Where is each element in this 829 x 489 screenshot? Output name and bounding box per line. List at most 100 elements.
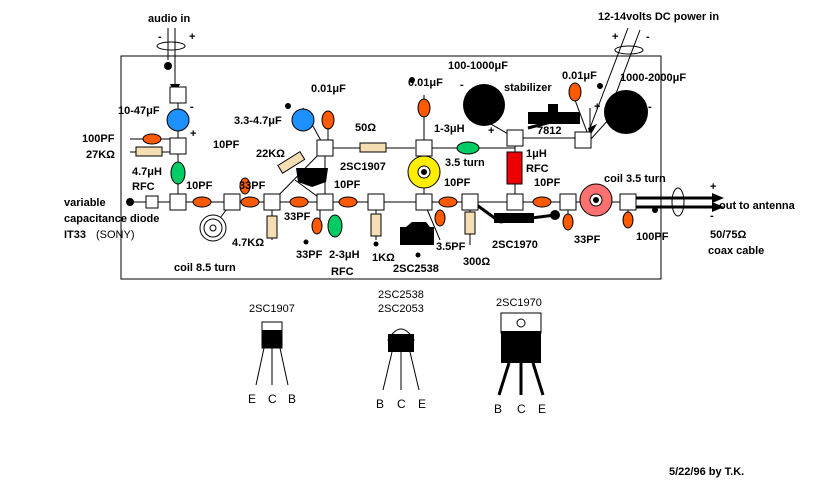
- label-r-300: 300Ω: [463, 256, 490, 268]
- label-c-10-47uf: 10-47μF: [118, 105, 160, 117]
- label-c-33pf-a: 33PF: [239, 180, 266, 192]
- capacitor-33pf-c: [311, 217, 323, 235]
- label-r-1k: 1KΩ: [372, 252, 395, 264]
- resistor-1k: [370, 213, 382, 237]
- audio-minus-label: -: [158, 31, 162, 43]
- pinout-2sc2538-title-2: 2SC2053: [378, 303, 424, 315]
- label-c-33pf-b: 33PF: [284, 211, 311, 223]
- label-cap-minus-2: -: [460, 79, 464, 91]
- label-l-1-3uh: 1-3μH: [434, 123, 465, 135]
- power-minus-label: -: [646, 31, 650, 43]
- label-c-33pf-d: 33PF: [574, 234, 601, 246]
- pinout-2sc1907-pin1: E: [248, 392, 256, 406]
- capacitor-10pf-b: [240, 196, 260, 208]
- label-r-27k: 27KΩ: [86, 149, 115, 161]
- label-c-3-3-4-7uf: 3.3-4.7μF: [234, 115, 282, 127]
- label-c-0-01uf-a: 0.01μF: [311, 83, 346, 95]
- capacitor-0-01uf-b: [417, 98, 431, 118]
- capacitor-33pf-d: [562, 213, 574, 231]
- label-rfc-right: RFC: [526, 163, 549, 175]
- capacitor-3-3-4-7uf: [291, 108, 315, 132]
- resistor-27k: [135, 146, 163, 157]
- capacitor-10-47uf: [166, 108, 190, 132]
- pinout-2sc1970-title: 2SC1970: [496, 297, 542, 309]
- power-in-label: 12-14volts DC power in: [598, 11, 719, 23]
- capacitor-10pf-a: [192, 196, 212, 208]
- junction-pads: [126, 86, 637, 211]
- capacitor-1000-2000uf: [604, 90, 648, 134]
- label-r-22k: 22KΩ: [256, 148, 285, 160]
- label-c-0-01uf-c: 0.01μF: [562, 70, 597, 82]
- capacitor-3-5pf: [434, 209, 446, 227]
- rfc-1uh: [506, 151, 523, 185]
- capacitor-33pf-a: [239, 177, 251, 195]
- pinout-2sc1907-pin2: C: [268, 392, 277, 406]
- label-out-plus: +: [710, 181, 716, 193]
- label-c-33pf-c: 33PF: [296, 249, 323, 261]
- pinout-2sc2538-pin3: E: [418, 397, 426, 411]
- label-cap-plus-1: +: [190, 128, 196, 140]
- coil-3-5-turn-yellow: [407, 155, 441, 189]
- capacitor-10pf-e: [532, 196, 552, 208]
- label-coil-8-5: coil 8.5 turn: [174, 262, 236, 274]
- label-cap-plus-3: +: [594, 101, 600, 113]
- pinout-2sc2538-pin1: B: [376, 397, 384, 411]
- regulator-7812: [528, 104, 580, 124]
- audio-plus-label: +: [189, 31, 195, 43]
- transistor-2sc2538: [400, 222, 434, 245]
- pinout-2sc2538-pin2: C: [397, 397, 406, 411]
- components: [135, 77, 658, 258]
- pinout-2sc2538-title-1: 2SC2538: [378, 289, 424, 301]
- coil-out-3-5-turn: [579, 183, 613, 217]
- label-coil-3-5-turn: 3.5 turn: [445, 157, 485, 169]
- capacitor-0-01uf-a: [321, 110, 335, 130]
- capacitor-100pf-out: [622, 211, 634, 229]
- capacitor-100pf-in: [142, 133, 162, 145]
- inductor-2-3uh: [327, 214, 343, 238]
- pinout-2sc1970: 2SC1970 B C E: [494, 297, 546, 416]
- label-varicap-2: capacitance diode: [64, 213, 159, 225]
- label-rfc-left: RFC: [132, 181, 155, 193]
- resistor-22k: [277, 151, 306, 174]
- signature: 5/22/96 by T.K.: [669, 466, 744, 478]
- label-varicap-1: variable: [64, 197, 106, 209]
- pinout-2sc1970-pin3: E: [538, 402, 546, 416]
- label-c-10pf-a: 10PF: [186, 180, 213, 192]
- label-cap-minus-1: -: [190, 101, 194, 113]
- label-c-100-1000uf: 100-1000μF: [448, 60, 508, 72]
- label-reg-7812: 7812: [537, 125, 561, 137]
- label-cap-minus-3: -: [648, 101, 652, 113]
- label-stabilizer: stabilizer: [504, 82, 552, 94]
- capacitor-0-01uf-c: [568, 82, 582, 102]
- label-c-0-01uf-b: 0.01μF: [408, 77, 443, 89]
- label-c-10pf-c: 10PF: [334, 179, 361, 191]
- label-r-4-7k: 4.7KΩ: [232, 237, 264, 249]
- audio-in-label: audio in: [148, 13, 190, 25]
- capacitor-10pf-c: [338, 196, 358, 208]
- coil-8-5-turn: [199, 214, 227, 242]
- pinout-2sc1907-title: 2SC1907: [249, 303, 295, 315]
- component-labels: 10-47μF - + 100PF 27KΩ 4.7μH RFC variabl…: [64, 60, 796, 278]
- label-t-2sc2538: 2SC2538: [393, 263, 439, 275]
- pinout-2sc2538: 2SC2538 2SC2053 B C E: [376, 289, 426, 411]
- label-c-3-5pf: 3.5PF: [436, 241, 466, 253]
- pcb-board: [120, 55, 662, 280]
- label-c-100pf-in: 100PF: [82, 133, 115, 145]
- label-c-100pf-out: 100PF: [636, 231, 669, 243]
- label-c-1000-2000uf: 1000-2000μF: [620, 72, 686, 84]
- resistor-300: [464, 211, 476, 235]
- transistor-2sc1907: [296, 168, 328, 187]
- label-cap-plus-2: +: [488, 125, 494, 137]
- label-coil-out: coil 3.5 turn: [604, 173, 666, 185]
- label-out-minus: -: [710, 210, 714, 222]
- label-t-2sc1907: 2SC1907: [340, 161, 386, 173]
- label-l-1uh: 1μH: [526, 148, 547, 160]
- inductor-1-3uh: [456, 141, 480, 155]
- capacitor-33pf-b: [289, 196, 309, 208]
- capacitor-10pf-d: [438, 196, 458, 208]
- label-l-4-7uh: 4.7μH: [132, 166, 162, 178]
- pinout-2sc1907-pin3: B: [288, 392, 296, 406]
- label-varicap-3: IT33: [64, 229, 86, 241]
- pinout-2sc1970-pin2: C: [517, 402, 526, 416]
- resistor-50: [359, 142, 387, 153]
